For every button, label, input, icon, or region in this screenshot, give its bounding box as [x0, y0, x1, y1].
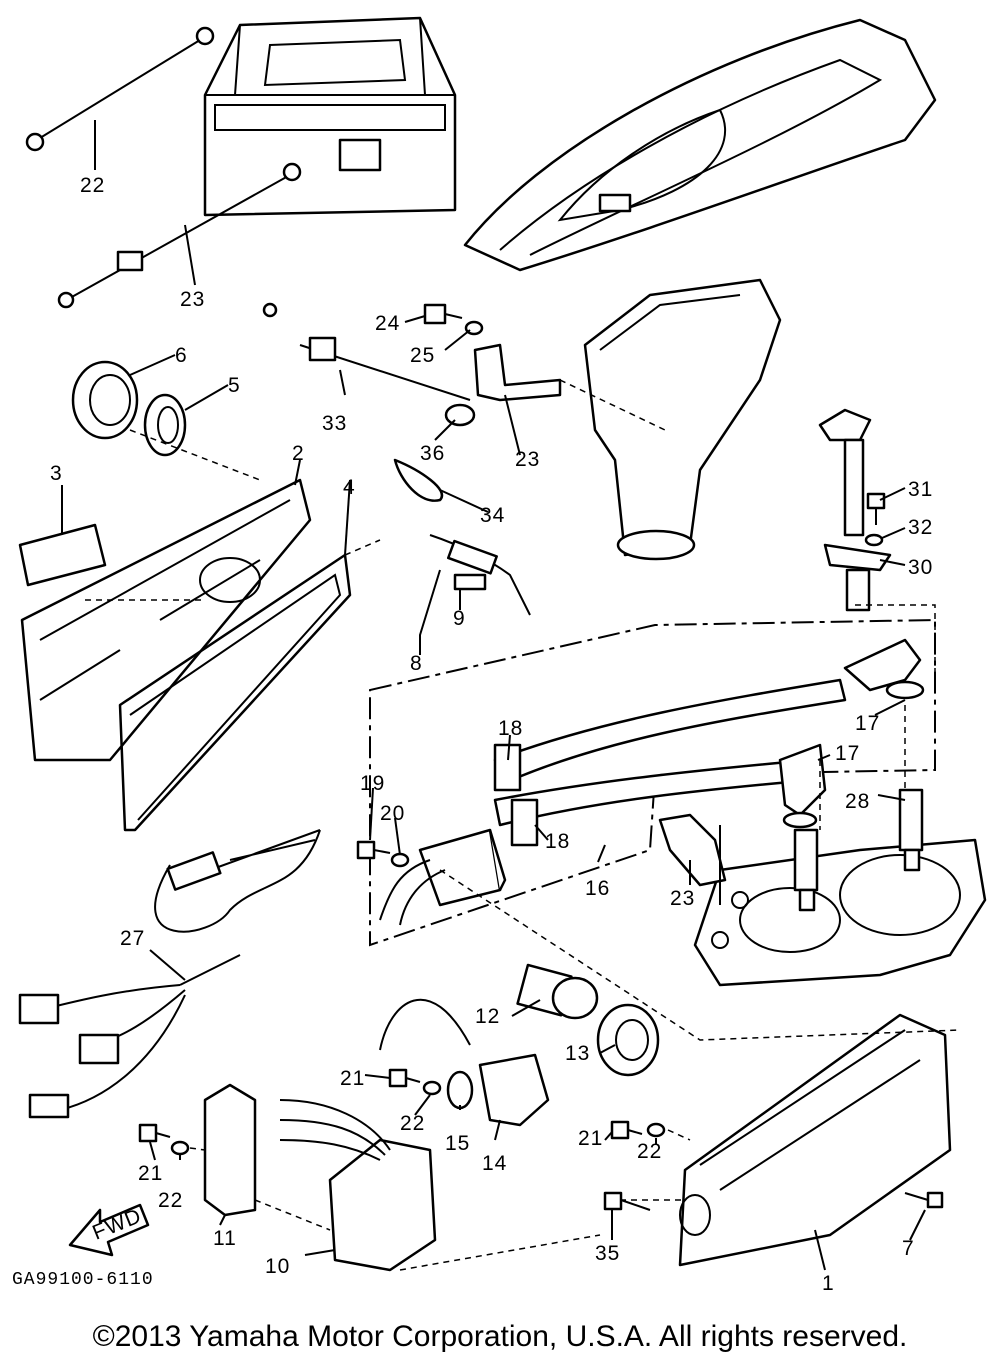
screw-7 — [904, 1191, 944, 1209]
callout-31: 31 — [908, 478, 933, 501]
bolt-35 — [603, 1191, 651, 1211]
plug-cap-17-a — [843, 638, 925, 700]
bolt-31 — [866, 492, 886, 525]
clamp-15 — [446, 1070, 474, 1110]
callout-2: 2 — [292, 442, 305, 465]
wire-harness-27 — [18, 829, 321, 1119]
callout-21-left: 21 — [138, 1162, 163, 1185]
callout-10: 10 — [265, 1255, 290, 1278]
callout-32: 32 — [908, 516, 933, 539]
callout-15: 15 — [445, 1132, 470, 1155]
bolt-21-left — [138, 1123, 171, 1143]
cover-11 — [203, 1083, 257, 1217]
electrical-box-cover-2 — [20, 478, 312, 762]
drawing-code: GA99100-6110 — [12, 1270, 154, 1290]
callout-21-mid: 21 — [340, 1067, 365, 1090]
leader-lines — [61, 120, 926, 1271]
callout-7: 7 — [902, 1237, 915, 1260]
callout-12: 12 — [475, 1005, 500, 1028]
callout-23-upper: 23 — [515, 448, 540, 471]
battery — [203, 16, 457, 217]
callout-26: 28 — [845, 790, 870, 813]
bolt-19 — [356, 840, 391, 860]
rectifier-14 — [379, 998, 550, 1127]
washer-20 — [390, 852, 410, 868]
callout-labels: 22 23 24 25 6 5 33 36 23 2 3 4 34 9 8 31… — [50, 174, 933, 1295]
callout-1: 1 — [822, 1272, 835, 1295]
callout-18-upper: 18 — [498, 717, 523, 740]
callout-16: 16 — [585, 877, 610, 900]
callout-34: 34 — [480, 504, 505, 527]
label-3 — [18, 523, 107, 587]
washer-32 — [864, 533, 884, 547]
bolt-24 — [423, 303, 463, 325]
assembly-lines — [85, 379, 961, 1271]
callout-14: 14 — [482, 1152, 507, 1175]
packing-5 — [143, 393, 187, 457]
fuse-holder-8-9 — [429, 534, 531, 616]
bracket-23-upper — [473, 343, 562, 402]
band-34 — [393, 458, 444, 502]
washer-22-mid — [422, 1080, 442, 1096]
callout-30: 30 — [908, 556, 933, 579]
watercraft-hull — [463, 18, 937, 272]
copyright-notice: ©2013 Yamaha Motor Corporation, U.S.A. A… — [92, 1320, 908, 1353]
callout-11: 11 — [213, 1227, 237, 1250]
clamp-18-upper — [493, 743, 522, 792]
callout-35: 35 — [595, 1242, 620, 1265]
callout-24: 24 — [375, 312, 400, 335]
electrical-box-1 — [678, 1013, 952, 1267]
callout-21-right: 21 — [578, 1127, 603, 1150]
callout-23-lower: 23 — [670, 887, 695, 910]
fwd-arrow-icon: FWD — [68, 1203, 150, 1257]
plug-cap-17-b — [778, 743, 827, 829]
cdi-unit-10 — [279, 1099, 437, 1272]
exhaust-body — [583, 278, 782, 561]
callout-22-left: 22 — [158, 1189, 183, 1212]
bolt-21-right — [610, 1120, 643, 1140]
callout-17-a: 17 — [855, 712, 880, 735]
sensor-30 — [818, 408, 892, 612]
callout-5: 5 — [228, 374, 241, 397]
bracket-23-lower — [658, 813, 727, 887]
callout-36: 36 — [420, 442, 445, 465]
callout-19: 19 — [360, 772, 385, 795]
callout-4: 4 — [343, 476, 356, 499]
callout-29: 23 — [180, 288, 205, 311]
battery-cable-28 — [25, 26, 215, 152]
callout-18-lower: 18 — [545, 830, 570, 853]
starter-relay-12 — [516, 963, 599, 1020]
clamp-36 — [444, 403, 476, 427]
ignition-coil — [379, 828, 507, 926]
callout-25: 25 — [410, 344, 435, 367]
callout-22-mid: 22 — [400, 1112, 425, 1135]
callout-13: 13 — [565, 1042, 590, 1065]
spark-plug-26-b — [793, 828, 819, 912]
callout-22-right: 22 — [637, 1140, 662, 1163]
callout-27: 27 — [120, 927, 145, 950]
washer-22-left — [170, 1140, 190, 1156]
cap-6 — [71, 360, 139, 440]
bolt-21-mid — [388, 1068, 421, 1088]
callout-20: 20 — [380, 802, 405, 825]
callout-8: 8 — [410, 652, 423, 675]
relay-holder-13 — [596, 1003, 660, 1077]
callout-9: 9 — [453, 607, 466, 630]
callout-17-b: 17 — [835, 742, 860, 765]
gasket-4 — [118, 553, 352, 832]
lead-wire-33 — [262, 302, 471, 401]
parts-diagram: FWD — [18, 16, 987, 1295]
callout-3: 3 — [50, 462, 63, 485]
battery-cable-29 — [57, 162, 302, 309]
cylinder-head — [693, 838, 987, 987]
callout-6: 6 — [175, 344, 188, 367]
washer-22-right — [646, 1122, 666, 1138]
callout-33: 33 — [322, 412, 347, 435]
callout-28: 22 — [80, 174, 105, 197]
clamp-18-lower — [510, 798, 539, 847]
spark-plug-26-a — [898, 788, 924, 872]
